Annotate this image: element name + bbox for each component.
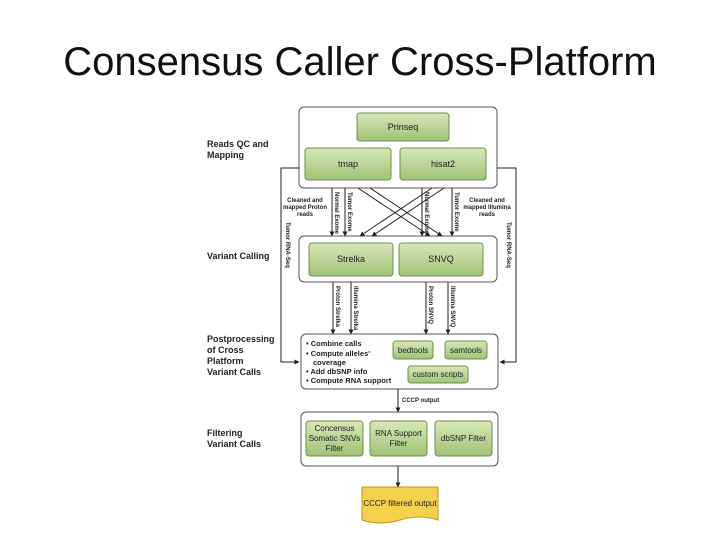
label-normal-exome-right: Normal Exome (423, 192, 429, 235)
tool-samtools: samtools (444, 340, 488, 360)
section-variant-calling: Variant Calling (207, 251, 270, 261)
label-tumor-rnaseq-right: Tumor RNA-Seq (505, 222, 511, 268)
filter-rna-support: RNA Support Filter (369, 420, 428, 457)
label-cccp-output: CCCP output (402, 398, 439, 404)
label-proton-strelka: Proton Strelka (334, 286, 340, 328)
reads-label-proton: Cleaned and mapped Proton reads (283, 198, 327, 218)
svg-text:reads: reads (479, 212, 496, 218)
svg-text:SNVQ: SNVQ (428, 254, 454, 264)
reads-label-illumina: Cleaned and mapped Illumina reads (463, 198, 511, 218)
svg-text:mapped Illumina: mapped Illumina (463, 205, 511, 211)
svg-text:• Compute alleles': • Compute alleles' (306, 349, 370, 358)
svg-text:• Add dbSNP info: • Add dbSNP info (306, 367, 368, 376)
label-tumor-exome-left: Tumor Exome (346, 192, 352, 232)
tool-strelka: Strelka (308, 242, 394, 277)
svg-text:coverage: coverage (313, 358, 346, 367)
svg-text:Filter: Filter (390, 439, 408, 448)
tool-hisat2: hisat2 (399, 147, 487, 181)
tumor-rnaseq-right-path (497, 167, 517, 365)
svg-text:• Combine calls: • Combine calls (306, 339, 362, 348)
svg-text:Somatic SNVs: Somatic SNVs (309, 434, 361, 443)
calls-arrows (330, 282, 451, 335)
svg-text:Cleaned and: Cleaned and (287, 198, 323, 204)
exome-crossing-arrows (329, 187, 455, 237)
svg-text:Variant Calls: Variant Calls (207, 439, 261, 449)
label-normal-exome-left: Normal Exome (333, 192, 339, 235)
svg-text:reads: reads (297, 212, 314, 218)
filter-dbsnp: dbSNP Filter (434, 420, 493, 457)
label-illumina-strelka: Illumina Strelka (352, 286, 358, 331)
svg-text:mapped Proton: mapped Proton (283, 205, 327, 211)
svg-text:Variant Calling: Variant Calling (207, 251, 270, 261)
svg-text:RNA Support: RNA Support (375, 429, 422, 438)
label-illumina-snvq: Illumina SNVQ (449, 286, 455, 328)
svg-text:Cleaned and: Cleaned and (469, 198, 505, 204)
svg-text:Concensus: Concensus (314, 424, 354, 433)
svg-text:samtools: samtools (450, 346, 482, 355)
svg-text:Filtering: Filtering (207, 428, 243, 438)
svg-text:Strelka: Strelka (337, 254, 365, 264)
tumor-rnaseq-left-path (280, 167, 300, 365)
label-tumor-exome-right: Tumor Exome (453, 192, 459, 232)
svg-text:of Cross: of Cross (207, 345, 244, 355)
tool-custom-scripts: custom scripts (407, 365, 469, 384)
svg-text:tmap: tmap (338, 159, 358, 169)
svg-text:bedtools: bedtools (398, 346, 428, 355)
tool-bedtools: bedtools (392, 340, 434, 360)
svg-text:Prinseq: Prinseq (388, 122, 419, 132)
final-output: CCCP filtered output (361, 486, 439, 524)
svg-text:Variant Calls: Variant Calls (207, 367, 261, 377)
section-postprocessing: Postprocessing of Cross Platform Variant… (207, 334, 275, 377)
svg-text:dbSNP Filter: dbSNP Filter (441, 434, 487, 443)
svg-text:Platform: Platform (207, 356, 244, 366)
svg-text:custom scripts: custom scripts (412, 370, 463, 379)
post-bullets: • Combine calls • Compute alleles' cover… (306, 339, 392, 385)
svg-text:• Compute RNA support: • Compute RNA support (306, 376, 392, 385)
svg-text:hisat2: hisat2 (431, 159, 455, 169)
tool-tmap: tmap (304, 147, 392, 181)
section-filtering: Filtering Variant Calls (207, 428, 261, 449)
svg-text:Mapping: Mapping (207, 150, 244, 160)
svg-text:Postprocessing: Postprocessing (207, 334, 275, 344)
svg-text:CCCP filtered output: CCCP filtered output (363, 499, 437, 508)
label-tumor-rnaseq-left: Tumor RNA-Seq (284, 222, 290, 268)
svg-text:Filter: Filter (326, 444, 344, 453)
tool-prinseq: Prinseq (356, 112, 450, 142)
label-proton-snvq: Proton SNVQ (427, 286, 433, 324)
slide-title: Consensus Caller Cross-Platform (63, 40, 657, 84)
section-reads-qc: Reads QC and Mapping (207, 139, 269, 160)
svg-text:Reads QC and: Reads QC and (207, 139, 269, 149)
tool-snvq: SNVQ (398, 242, 484, 277)
filter-consensus: Concensus Somatic SNVs Filter (305, 420, 364, 457)
